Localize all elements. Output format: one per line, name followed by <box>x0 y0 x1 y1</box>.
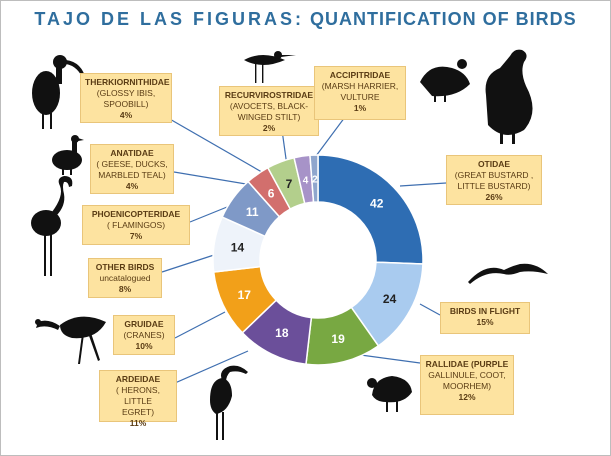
label-accipitridae: ACCIPITRIDAE (MARSH HARRIER, VULTURE 1% <box>314 66 406 120</box>
label-birds-in-flight: BIRDS IN FLIGHT 15% <box>440 302 530 334</box>
slice-value-label: 14 <box>231 241 245 255</box>
stilt-icon <box>244 51 296 83</box>
label-other-birds: OTHER BIRDS uncatalogued 8% <box>88 258 162 298</box>
slice-value-label: 24 <box>383 292 397 306</box>
slice-value-label: 2 <box>312 175 318 186</box>
leader-ardei <box>174 350 249 384</box>
vulture-icon <box>420 59 470 102</box>
slice-value-label: 7 <box>286 177 293 191</box>
slice-value-label: 18 <box>275 326 289 340</box>
leader-flight <box>419 303 441 316</box>
label-ardeidae: ARDEIDAE ( HERONS, LITTLE EGRET) 11% <box>99 370 177 428</box>
coot-icon <box>367 376 412 412</box>
leader-grui <box>174 311 226 339</box>
label-rallidae: RALLIDAE (PURPLE GALLINULE, COOT, MOORHE… <box>420 355 514 415</box>
leader-anat <box>173 171 259 187</box>
slice-value-label: 11 <box>246 205 259 219</box>
slice-value-label: 4 <box>303 175 309 186</box>
slice-otidae <box>317 154 424 265</box>
slice-value-label: 19 <box>331 332 345 346</box>
slice-accipitridae <box>309 154 319 203</box>
label-phoenicopteridae: PHOENICOPTERIDAE ( FLAMINGOS) 7% <box>82 205 190 245</box>
label-anatidae: ANATIDAE ( GEESE, DUCKS, MARBLED TEAL) 4… <box>90 144 174 194</box>
title-right: QUANTIFICATION OF BIRDS <box>310 9 577 29</box>
label-recurvirostridae: RECURVIROSTRIDAE (AVOCETS, BLACK- WINGED… <box>219 86 319 136</box>
leader-therk <box>167 117 268 176</box>
slice-value-label: 42 <box>370 196 384 210</box>
leader-accip <box>312 116 346 161</box>
slice-value-label: 6 <box>268 186 275 200</box>
donut-slices <box>212 154 424 366</box>
flying-bird-icon <box>468 263 548 284</box>
heron-icon <box>210 365 248 440</box>
title-left: TAJO DE LAS FIGURAS: <box>34 9 304 29</box>
flamingo-icon <box>31 176 73 276</box>
slice-value-label: 17 <box>238 288 252 302</box>
label-otidae: OTIDAE (GREAT BUSTARD , LITTLE BUSTARD) … <box>446 155 542 205</box>
leader-otid <box>399 182 447 187</box>
label-gruidae: GRUIDAE (CRANES) 10% <box>113 315 175 355</box>
goose-icon <box>52 135 84 175</box>
ibis-icon <box>32 55 86 129</box>
leader-phoen <box>189 204 233 223</box>
bustard-icon <box>485 49 533 144</box>
crane-icon <box>35 316 106 364</box>
label-therkiornithidae: THERKIORNITHIDAE (GLOSSY IBIS, SPOOBILL)… <box>80 73 172 123</box>
chart-title: TAJO DE LAS FIGURAS: QUANTIFICATION OF B… <box>0 9 611 30</box>
leader-other <box>161 254 215 273</box>
